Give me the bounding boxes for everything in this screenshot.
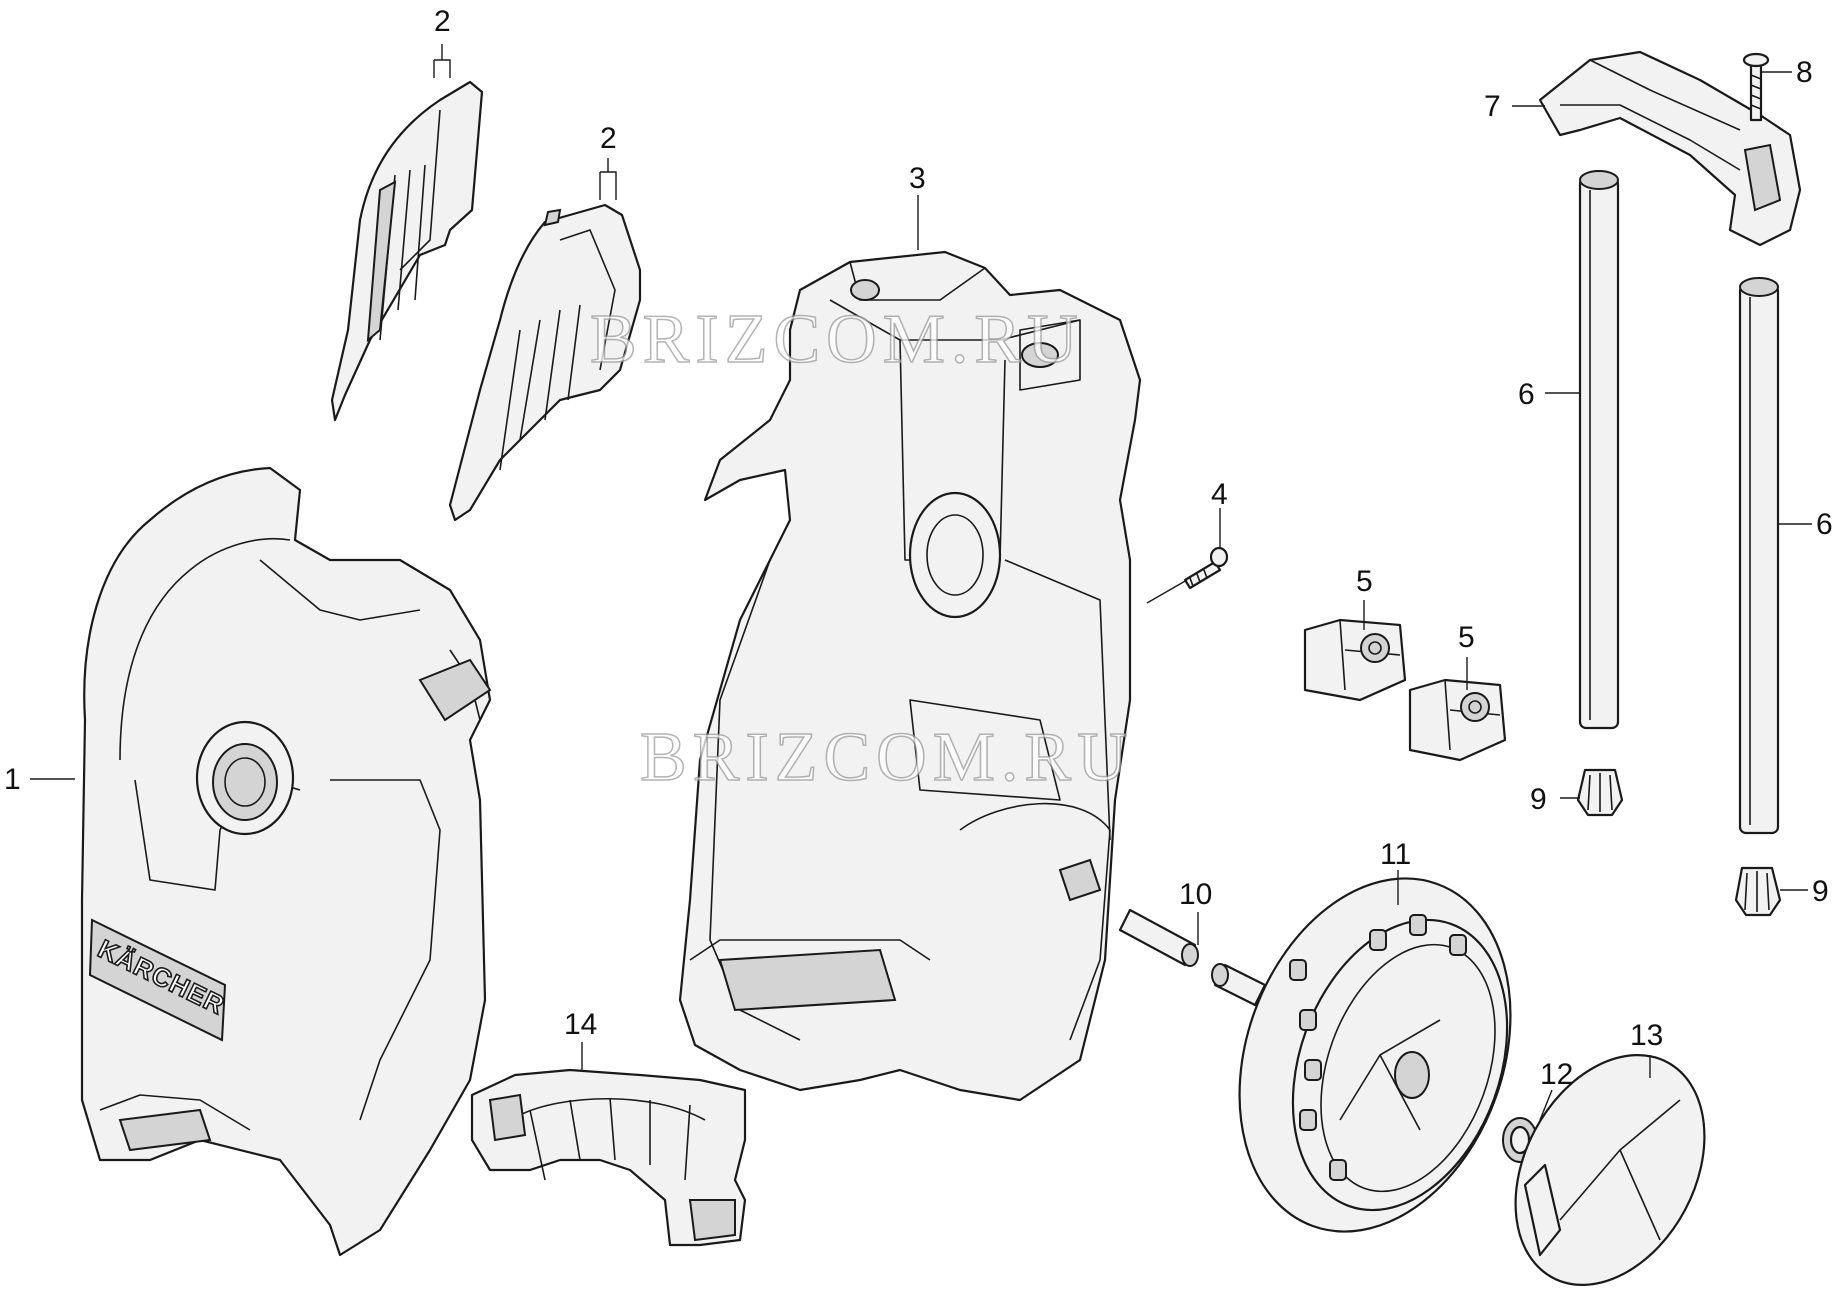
callout-13: 13 — [1630, 1019, 1663, 1052]
callout-5-left: 5 — [1356, 565, 1373, 598]
part-tube-right — [1738, 277, 1780, 835]
part-clip-a — [1303, 618, 1407, 702]
callout-3: 3 — [909, 162, 926, 195]
part-screw — [1183, 546, 1229, 590]
callout-2-lower: 2 — [600, 122, 617, 155]
callout-1: 1 — [4, 763, 21, 796]
callout-6-left: 6 — [1518, 378, 1535, 411]
callout-12: 12 — [1540, 1058, 1573, 1091]
part-small-screw — [1742, 52, 1770, 122]
leader-lines — [30, 44, 1812, 1121]
part-hose-bracket — [470, 1068, 747, 1247]
part-tube-left — [1578, 170, 1620, 730]
callout-10: 10 — [1179, 878, 1212, 911]
part-plug-left — [1576, 768, 1624, 817]
callout-6-right: 6 — [1816, 508, 1833, 541]
callout-5-right: 5 — [1458, 621, 1475, 654]
part-hub-cap — [1514, 1054, 1706, 1286]
callout-8: 8 — [1796, 56, 1813, 89]
callout-14: 14 — [564, 1008, 597, 1041]
part-handle — [1538, 50, 1802, 247]
callouts: 1 2 2 3 4 5 5 6 6 7 8 9 9 10 11 12 13 14 — [4, 5, 1833, 1091]
callout-9-right: 9 — [1812, 875, 1829, 908]
callout-2-upper: 2 — [434, 5, 451, 38]
part-front-cover: KÄRCHER — [80, 466, 492, 1257]
part-side-panel-lower — [448, 203, 642, 522]
part-axle — [1118, 908, 1267, 1007]
part-wheel — [1238, 877, 1512, 1233]
callout-11: 11 — [1380, 838, 1411, 871]
part-clip-b — [1408, 678, 1507, 762]
callout-4: 4 — [1211, 478, 1228, 511]
watermark-middle: BRIZCOM.RU — [640, 719, 1134, 796]
callout-7: 7 — [1484, 90, 1501, 123]
part-side-panel-upper — [330, 80, 484, 422]
watermark-top: BRIZCOM.RU — [590, 301, 1084, 378]
part-main-housing — [678, 250, 1142, 1102]
part-plug-right — [1734, 866, 1782, 917]
callout-9-left: 9 — [1530, 783, 1547, 816]
